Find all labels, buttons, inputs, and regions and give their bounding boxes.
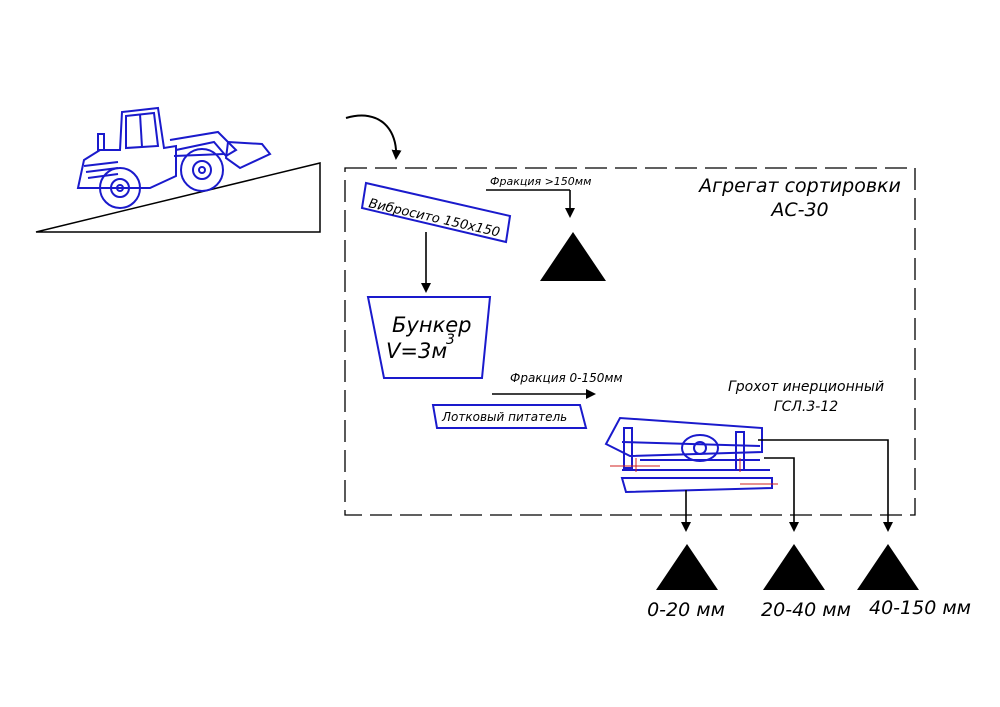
wheel-loader-icon [76, 106, 272, 209]
aggregate-title-line2: АС-30 [769, 199, 828, 221]
oversize-flow: Фракция >150мм [486, 175, 606, 281]
pile-20-40 [763, 544, 825, 590]
bunker-sup: 3 [446, 332, 455, 348]
pile-40-150 [857, 544, 919, 590]
aggregate-title-line1: Агрегат сортировки [697, 175, 901, 197]
fraction-mid-label: Фракция 0-150мм [510, 371, 623, 385]
output-label-2: 20-40 мм [761, 599, 851, 621]
fraction-top-label: Фракция >150мм [490, 175, 591, 188]
feed-arrow [345, 114, 402, 160]
bunker: Бункер V=3м 3 [366, 296, 492, 379]
pile-0-20 [656, 544, 718, 590]
bunker-line2: V=3м [386, 339, 447, 363]
vibrosito-label: Вибросито 150х150 [367, 196, 501, 240]
bunker-line1: Бункер [392, 313, 472, 337]
feeder: Лотковый питатель [431, 404, 588, 429]
oversize-pile [540, 232, 606, 281]
feeder-label: Лотковый питатель [441, 410, 567, 424]
output-label-3: 40-150 мм [869, 597, 971, 619]
feeder-flow: Фракция 0-150мм [492, 371, 623, 399]
output-label-1: 0-20 мм [647, 599, 725, 621]
aggregate-boundary [344, 167, 916, 516]
ramp [35, 162, 321, 233]
screen-line1: Грохот инерционный [728, 379, 884, 395]
screen-line2: ГСЛ.3-12 [774, 399, 838, 415]
output-lines [681, 439, 893, 532]
inertial-screen: Грохот инерционный ГСЛ.3-12 [604, 379, 884, 494]
vibrosito: Вибросито 150х150 [360, 181, 512, 244]
